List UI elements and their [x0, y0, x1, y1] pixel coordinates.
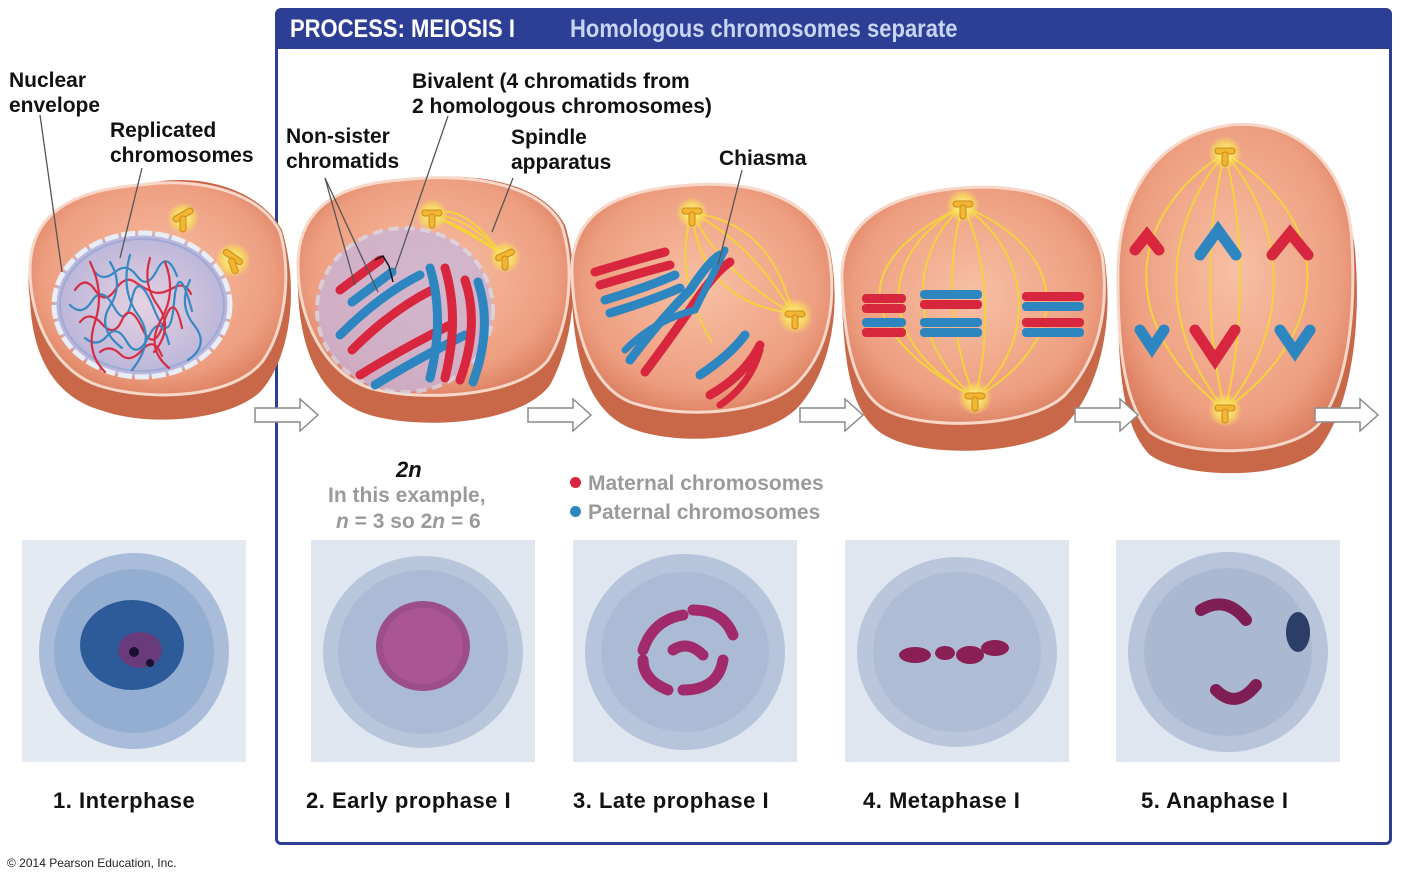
micrograph-late-prophase	[573, 540, 797, 762]
centrosome-icon	[1208, 393, 1242, 427]
leader-lines	[39, 114, 743, 293]
ploidy-symbol: 2n	[396, 457, 422, 482]
centrosome-icon	[215, 242, 251, 278]
arrow-right-icon	[527, 397, 593, 433]
centrosome-icon	[1208, 136, 1242, 170]
legend-maternal: Maternal chromosomes	[570, 472, 824, 496]
stage-label-3: 3. Late prophase I	[573, 788, 770, 813]
ploidy-note-line1: In this example,	[328, 484, 486, 507]
cell-interphase	[28, 180, 291, 420]
ploidy-n2: n	[432, 510, 446, 533]
stage-label-5: 5. Anaphase I	[1141, 788, 1289, 813]
label-nuclear-envelope: Nuclear envelope	[9, 69, 101, 117]
stage-label-2: 2. Early prophase I	[306, 788, 512, 813]
centrosome-icon	[416, 199, 448, 231]
micrograph-metaphase	[845, 540, 1069, 762]
label-non-sister-chromatids: Non-sister chromatids	[286, 125, 400, 173]
cell-anaphase	[1116, 122, 1357, 474]
micrograph-anaphase	[1116, 540, 1340, 762]
centrosome-icon	[946, 189, 980, 223]
centrosome-icon	[489, 241, 521, 273]
micrograph-early-prophase	[311, 540, 535, 762]
centrosome-icon	[167, 202, 199, 234]
micrograph-interphase	[22, 540, 246, 762]
maternal-dot-icon	[570, 476, 581, 488]
label-spindle-apparatus: Spindle apparatus	[511, 126, 612, 174]
process-header: PROCESS: MEIOSIS I Homologous chromosome…	[278, 11, 1389, 49]
process-box: PROCESS: MEIOSIS I Homologous chromosome…	[275, 8, 1392, 845]
cell-metaphase	[840, 185, 1108, 451]
paternal-dot-icon	[570, 505, 581, 517]
process-subtitle: Homologous chromosomes separate	[570, 15, 958, 43]
centrosome-icon	[777, 298, 813, 334]
label-chiasma: Chiasma	[719, 147, 807, 170]
stage-label-1: 1. Interphase	[53, 788, 196, 813]
label-replicated-chromosomes: Replicated chromosomes	[110, 119, 254, 167]
label-bivalent: Bivalent (4 chromatids from 2 homologous…	[412, 70, 712, 118]
ploidy-note-line2: n = 3 so 2n = 6	[336, 510, 481, 533]
centrosome-icon	[676, 197, 708, 229]
metaphase-bivalents	[862, 290, 1084, 337]
arrow-right-icon	[1314, 397, 1380, 433]
arrow-right-icon	[1074, 397, 1140, 433]
arrow-right-icon	[254, 397, 320, 433]
ploidy-n: n	[336, 510, 349, 533]
cell-early-prophase	[296, 176, 574, 423]
process-title: PROCESS: MEIOSIS I	[290, 15, 515, 43]
cell-late-prophase	[570, 182, 835, 439]
copyright: © 2014 Pearson Education, Inc.	[7, 856, 177, 870]
stage-label-4: 4. Metaphase I	[863, 788, 1021, 813]
legend-paternal: Paternal chromosomes	[570, 501, 820, 525]
stage-arrows	[254, 397, 1380, 433]
arrow-right-icon	[799, 397, 865, 433]
centrosome-icon	[958, 381, 992, 415]
